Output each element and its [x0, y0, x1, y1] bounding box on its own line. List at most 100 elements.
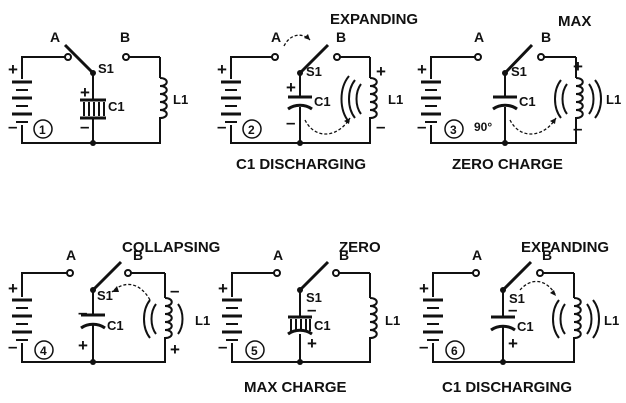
switch-label: S1 [306, 64, 322, 79]
bottom-label: C1 DISCHARGING [236, 156, 366, 173]
switch-label: S1 [511, 64, 527, 79]
bottom-label: MAX CHARGE [244, 379, 347, 396]
contact-a-label: A [66, 247, 76, 263]
discharge-arrow [304, 117, 351, 135]
inductor-label: L1 [388, 92, 403, 107]
switch-label: S1 [306, 290, 322, 305]
capacitor-label: C1 [108, 99, 125, 114]
switch-s1 [472, 260, 544, 293]
capacitor-c1 [492, 95, 518, 111]
panel-number-badge: 1 [33, 119, 53, 139]
panel-2: + – A B S1 C1 + – L1 + – [217, 11, 418, 173]
battery [221, 79, 241, 125]
top-label: EXPANDING [521, 239, 609, 256]
panel-5: + – A B S1 C1 – + L1 5 [218, 239, 400, 396]
panel-4: + – A B S1 C1 – + L1 – + [8, 239, 220, 365]
discharge-arrow [509, 117, 557, 135]
battery-minus: – [8, 117, 17, 136]
top-label: MAX [558, 13, 591, 30]
battery [423, 297, 443, 343]
battery [12, 79, 32, 125]
inductor-l1 [159, 57, 168, 122]
contact-b-label: B [339, 247, 349, 263]
top-label: EXPANDING [330, 11, 418, 28]
inductor-l1 [340, 57, 378, 123]
panel-number-badge: 2 [242, 119, 262, 139]
svg-text:4: 4 [40, 344, 47, 358]
inductor-l1 [554, 57, 602, 122]
capacitor-c1 [80, 98, 106, 120]
inductor-minus: – [573, 119, 582, 138]
inductor-label: L1 [195, 313, 210, 328]
battery-plus: + [8, 279, 18, 298]
capacitor-label: C1 [314, 94, 331, 109]
switch-s1 [66, 260, 132, 293]
svg-text:5: 5 [251, 344, 258, 358]
switch-s1 [474, 43, 545, 76]
panel-6: + – A B S1 C1 – + L1 [419, 239, 619, 396]
contact-a-label: A [273, 247, 283, 263]
battery-plus: + [217, 60, 227, 79]
inductor-plus: + [573, 57, 583, 76]
capacitor-c1 [490, 315, 516, 332]
panel-number-badge: 6 [445, 340, 465, 360]
contact-b-label: B [120, 29, 130, 45]
switch-s1 [271, 43, 341, 76]
collapse-arrow [111, 283, 151, 301]
bottom-label: ZERO CHARGE [452, 156, 563, 173]
switch-label: S1 [97, 288, 113, 303]
bottom-label: C1 DISCHARGING [442, 379, 572, 396]
top-label: COLLAPSING [122, 239, 220, 256]
capacitor-label: C1 [314, 318, 331, 333]
panel-number-badge: 3 [444, 119, 464, 139]
battery-minus: – [417, 117, 426, 136]
capacitor-plus: + [78, 336, 88, 355]
capacitor-minus: – [80, 117, 89, 136]
inductor-label: L1 [604, 313, 619, 328]
panel-number-badge: 4 [34, 340, 54, 360]
battery-plus: + [419, 279, 429, 298]
contact-a-label: A [472, 247, 482, 263]
capacitor-minus: – [307, 300, 316, 319]
switch-label: S1 [98, 61, 114, 76]
battery-plus: + [417, 60, 427, 79]
contact-b-label: B [133, 247, 143, 263]
contact-b-label: B [541, 29, 551, 45]
phase-angle-label: 90° [474, 120, 492, 134]
contact-b-label: B [542, 247, 552, 263]
svg-text:6: 6 [451, 344, 458, 358]
battery-minus: – [218, 337, 227, 356]
panel-1: + – A B S1 C1 + – L1 1 [8, 29, 188, 146]
capacitor-plus: + [508, 334, 518, 353]
battery-minus: – [419, 337, 428, 356]
inductor-label: L1 [385, 313, 400, 328]
switch-label: S1 [509, 291, 525, 306]
expand-arrow [519, 280, 557, 297]
switch-s1 [63, 43, 130, 76]
battery-minus: – [8, 337, 17, 356]
capacitor-c1 [80, 313, 106, 330]
battery-plus: + [218, 279, 228, 298]
inductor-label: L1 [173, 92, 188, 107]
inductor-plus: + [170, 340, 180, 359]
top-label: ZERO [339, 239, 381, 256]
switch-arrow [283, 34, 311, 47]
battery [421, 79, 441, 125]
svg-text:3: 3 [450, 123, 457, 137]
capacitor-label: C1 [517, 319, 534, 334]
inductor-label: L1 [606, 92, 621, 107]
capacitor-minus: – [508, 300, 517, 319]
battery [12, 297, 32, 343]
capacitor-plus: + [80, 83, 90, 102]
capacitor-minus: – [286, 113, 295, 132]
inductor-minus: – [376, 117, 385, 136]
contact-a-label: A [50, 29, 60, 45]
contact-b-label: B [336, 29, 346, 45]
inductor-l1 [552, 273, 600, 340]
inductor-plus: + [376, 62, 386, 81]
capacitor-minus: – [78, 303, 87, 322]
svg-text:2: 2 [248, 123, 255, 137]
inductor-l1 [369, 273, 378, 340]
battery [222, 297, 242, 343]
